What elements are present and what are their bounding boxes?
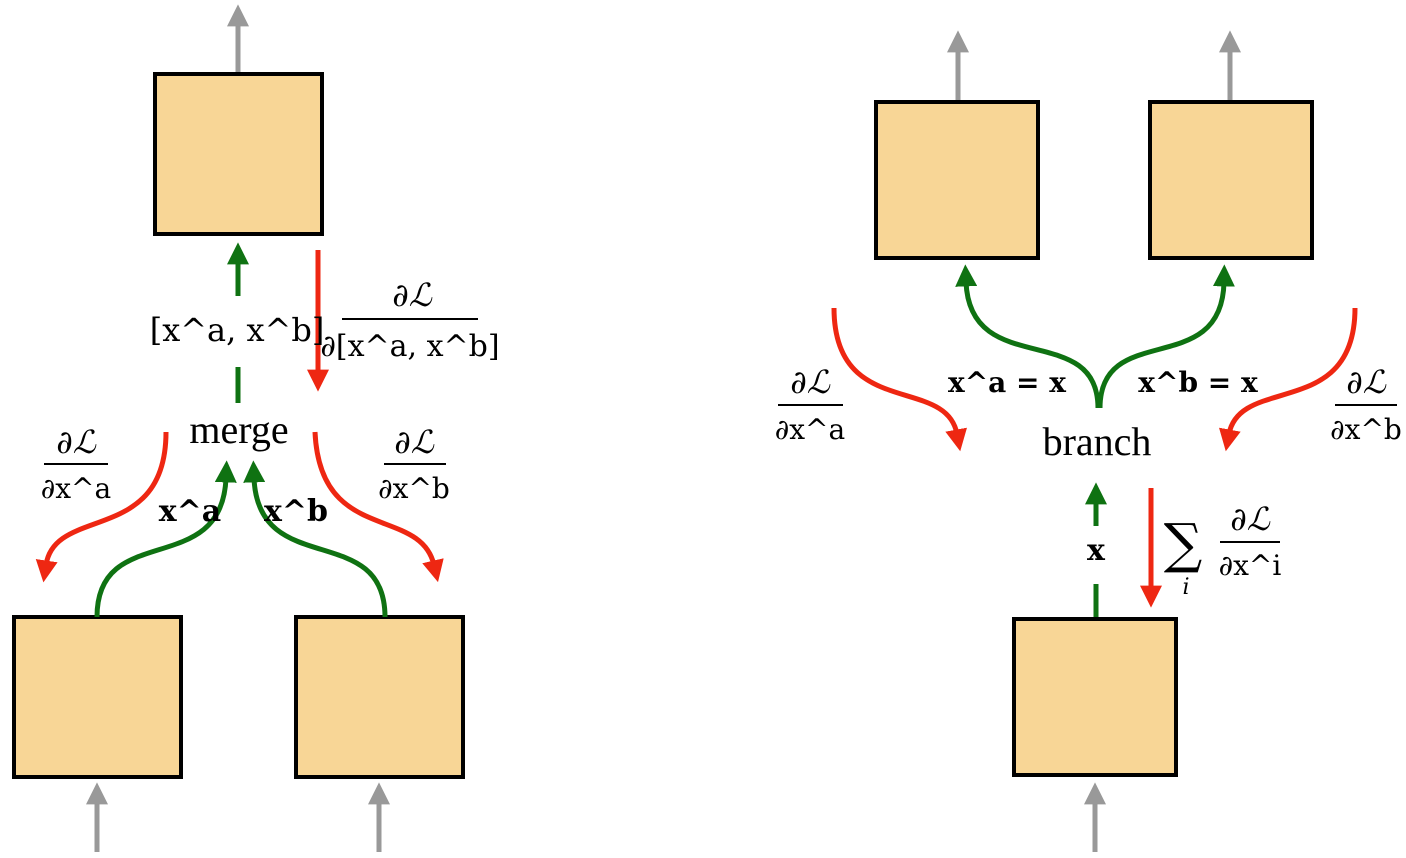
branch-grad-b-fraction: ∂ℒ ∂x^b (1330, 363, 1402, 446)
merge-input-a-forward-arrow (94, 460, 237, 618)
branch-grad-a-denominator: ∂x^a (775, 413, 845, 446)
merge-grad-a-denominator: ∂x^a (41, 472, 111, 505)
merge-output-layer-box (153, 72, 324, 236)
branch-input-layer-box (1012, 617, 1178, 777)
merge-grad-a-backward-arrow (35, 431, 169, 583)
branch-grad-sum-numerator: ∂ℒ (1230, 500, 1271, 538)
branch-sum-index: i (1182, 575, 1189, 600)
branch-node-label: branch (1043, 419, 1152, 464)
branch-grad-sum-denominator: ∂x^i (1219, 549, 1282, 582)
branch-right-layer-box (1148, 100, 1314, 260)
merge-grad-b-denominator: ∂x^b (378, 472, 450, 505)
branch-left-layer-box (874, 100, 1040, 260)
branch-input-label: x (1087, 533, 1106, 568)
branch-out-a-forward-arrow (955, 264, 1101, 409)
merge-grad-b-fraction: ∂ℒ ∂x^b (378, 423, 450, 505)
merge-grad-b-backward-arrow (312, 431, 444, 583)
branch-grad-a-backward-arrow (831, 307, 967, 452)
branch-grad-b-denominator: ∂x^b (1330, 413, 1402, 446)
merge-diagram: merge [x^a, x^b] ∂ℒ ∂[x^a, x^b] x^a x^b … (12, 4, 500, 852)
merge-grad-concat-denominator: ∂[x^a, x^b] (320, 329, 499, 364)
branch-sum-symbol: ∑ (1164, 512, 1203, 575)
merge-right-layer-box (294, 615, 465, 779)
merge-input-b-forward-arrow (243, 460, 388, 618)
merge-node-label: merge (189, 407, 288, 452)
merge-grad-a-fraction: ∂ℒ ∂x^a (41, 423, 111, 505)
merge-grad-b-numerator: ∂ℒ (394, 423, 435, 461)
branch-grad-sum-expression: ∑ i ∂ℒ ∂x^i (1164, 500, 1282, 600)
merge-concat-label: [x^a, x^b] (150, 311, 325, 349)
branch-out-b-label: x^b = x (1138, 366, 1258, 399)
branch-out-b-forward-arrow (1097, 264, 1235, 409)
merge-grad-concat-fraction: ∂ℒ ∂[x^a, x^b] (320, 276, 499, 364)
merge-input-a-label: x^a (159, 494, 221, 529)
branch-grad-a-fraction: ∂ℒ ∂x^a (775, 363, 845, 446)
branch-grad-b-backward-arrow (1219, 307, 1358, 452)
merge-left-layer-box (12, 615, 183, 779)
branch-diagram: branch x^a = x x^b = x x ∂ℒ ∂x^a ∂ℒ ∂x^b… (775, 30, 1402, 852)
branch-grad-b-numerator: ∂ℒ (1346, 363, 1387, 401)
branch-out-a-label: x^a = x (948, 366, 1066, 399)
branch-grad-a-numerator: ∂ℒ (790, 363, 831, 401)
merge-input-b-label: x^b (264, 494, 328, 529)
merge-grad-concat-numerator: ∂ℒ (392, 276, 433, 314)
merge-grad-a-numerator: ∂ℒ (56, 423, 97, 461)
